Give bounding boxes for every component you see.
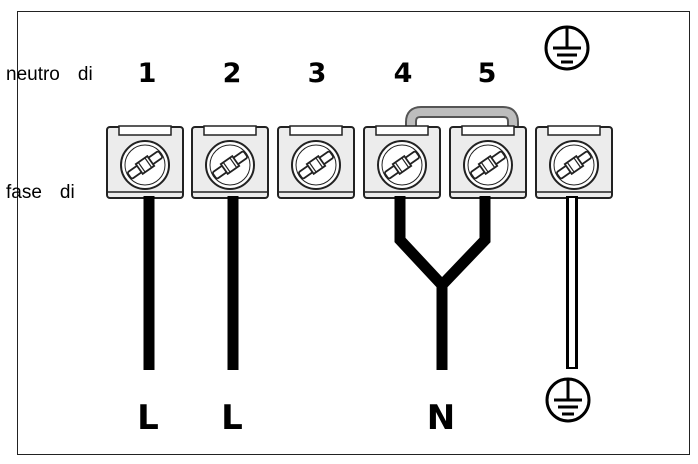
diagram-frame (17, 11, 690, 455)
terminal-earth (535, 125, 613, 199)
fase-word: fase (6, 182, 42, 203)
terminal-number-2: 2 (222, 58, 242, 89)
connection-label-l2: L (221, 398, 243, 438)
connection-label-n: N (426, 398, 456, 438)
ground-icon-bottom (545, 377, 591, 423)
neutro-word: neutro (6, 64, 60, 85)
terminal-3 (277, 125, 355, 199)
fase-di-word: di (59, 182, 75, 203)
terminal-number-3: 3 (307, 58, 327, 89)
wire-earth (566, 196, 578, 369)
connection-label-l1: L (137, 398, 159, 438)
terminal-5 (449, 125, 527, 199)
terminal-number-4: 4 (393, 58, 413, 89)
wire-n (394, 196, 491, 370)
ground-icon-top (544, 25, 590, 71)
neutro-di-word: di (77, 64, 93, 85)
terminal-1 (106, 125, 184, 199)
terminal-number-5: 5 (477, 58, 497, 89)
terminal-number-1: 1 (137, 58, 157, 89)
terminal-4 (363, 125, 441, 199)
terminal-2 (191, 125, 269, 199)
neutro-label: neutro di (6, 64, 93, 86)
